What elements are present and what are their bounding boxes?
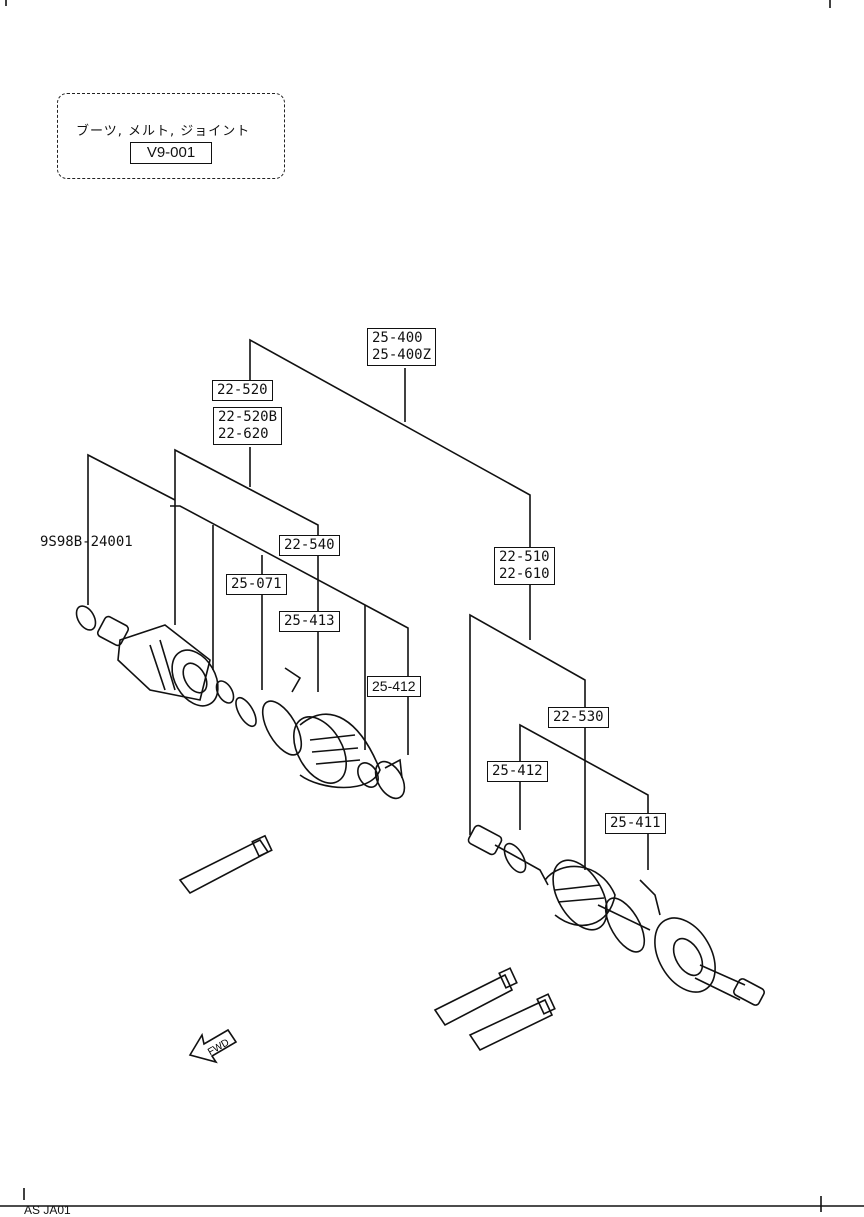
note-title: ブーツ, メルト, ジョイント	[76, 124, 251, 139]
label-assembly-main[interactable]: 25-400 25-400Z	[367, 328, 437, 366]
label-boot-outer[interactable]: 22-530	[548, 707, 609, 728]
label-inner-joint-a[interactable]: 22-520	[212, 380, 273, 401]
reference-note: ブーツ, メルト, ジョイント V9-001	[57, 93, 285, 179]
note-code[interactable]: V9-001	[130, 142, 212, 164]
label-inner-joint-b[interactable]: 22-520B 22-620	[213, 407, 283, 445]
label-ring-071[interactable]: 25-071	[226, 574, 287, 595]
label-band-411[interactable]: 25-411	[605, 813, 666, 834]
label-part-number[interactable]: 9S98B-24001	[40, 534, 133, 550]
footer-code: AS JA01	[24, 1203, 71, 1217]
fwd-arrow-icon: FWD	[188, 1028, 238, 1064]
label-band-412-outer[interactable]: 25-412	[487, 761, 548, 782]
label-outer-joint[interactable]: 22-510 22-610	[494, 547, 555, 585]
label-band-412-inner[interactable]: 25-412	[367, 676, 421, 697]
label-band-413[interactable]: 25-413	[279, 611, 340, 632]
label-boot-inner[interactable]: 22-540	[279, 535, 340, 556]
